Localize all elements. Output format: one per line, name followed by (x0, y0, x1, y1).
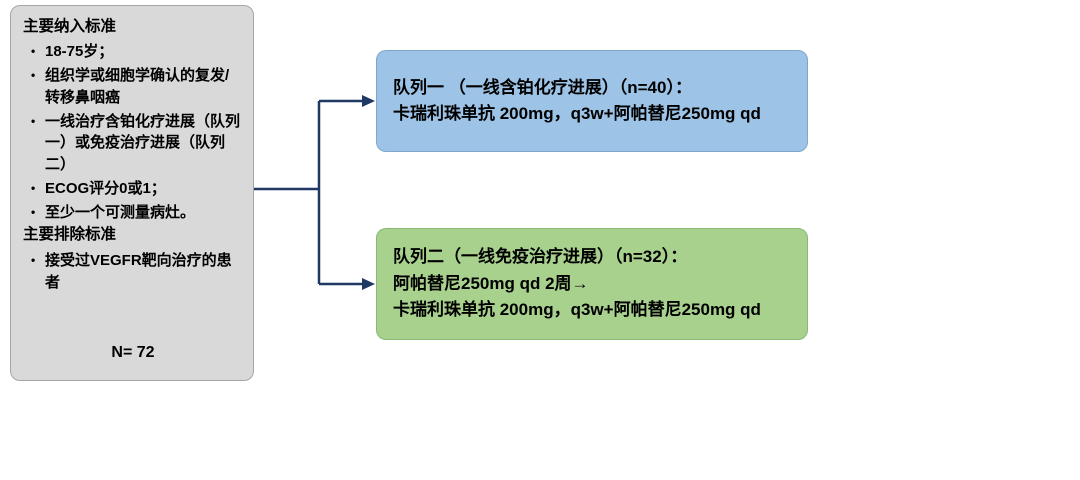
cohort2-box: 队列二（一线免疫治疗进展）（n=32）： 阿帕替尼250mg qd 2周→ 卡瑞… (376, 228, 808, 340)
inclusion-item-text: 一线治疗含铂化疗进展（队列一）或免疫治疗进展（队列二） (45, 112, 241, 174)
arrowhead-cohort1-icon (362, 95, 375, 107)
cohort1-box: 队列一 （一线含铂化疗进展）（n=40）： 卡瑞利珠单抗 200mg，q3w+阿… (376, 50, 808, 152)
cohort1-regimen: 卡瑞利珠单抗 200mg，q3w+阿帕替尼250mg qd (393, 104, 761, 123)
bullet-icon: • (31, 44, 36, 59)
inclusion-item: • 组织学或细胞学确认的复发/转移鼻咽癌 (23, 65, 243, 109)
inclusion-item: • 至少一个可测量病灶。 (23, 202, 243, 224)
bullet-icon: • (31, 252, 36, 267)
cohort1-title: 队列一 （一线含铂化疗进展）（n=40）： (393, 77, 692, 97)
inclusion-item: • 一线治疗含铂化疗进展（队列一）或免疫治疗进展（队列二） (23, 111, 243, 176)
cohort2-regimen-line2: 卡瑞利珠单抗 200mg，q3w+阿帕替尼250mg qd (393, 300, 761, 320)
cohort2-title: 队列二（一线免疫治疗进展）（n=32）： (393, 247, 688, 267)
bullet-icon: • (31, 113, 36, 128)
inclusion-item-text: 至少一个可测量病灶。 (45, 203, 196, 221)
inclusion-item-text: 组织学或细胞学确认的复发/转移鼻咽癌 (45, 67, 230, 106)
inclusion-item: • 18-75岁； (23, 41, 243, 63)
inclusion-item: • ECOG评分0或1； (23, 178, 243, 200)
cohort2-regimen-line1: 阿帕替尼250mg qd 2周→ (393, 273, 589, 293)
bullet-icon: • (31, 204, 36, 219)
total-enrollment-label: N= 72 (111, 343, 155, 361)
exclusion-item: • 接受过VEGFR靶向治疗的患者 (23, 250, 243, 294)
exclusion-criteria-header: 主要排除标准 (23, 226, 117, 244)
arrowhead-cohort2-icon (362, 278, 375, 290)
inclusion-item-text: ECOG评分0或1； (45, 179, 166, 197)
bullet-icon: • (31, 68, 36, 83)
bullet-icon: • (31, 180, 36, 195)
inclusion-criteria-header: 主要纳入标准 (23, 18, 117, 35)
inclusion-item-text: 18-75岁； (45, 43, 114, 61)
exclusion-item-text: 接受过VEGFR靶向治疗的患者 (45, 251, 232, 291)
criteria-box: 主要纳入标准 • 18-75岁； • 组织学或细胞学确认的复发/转移鼻咽癌 • … (10, 5, 254, 381)
